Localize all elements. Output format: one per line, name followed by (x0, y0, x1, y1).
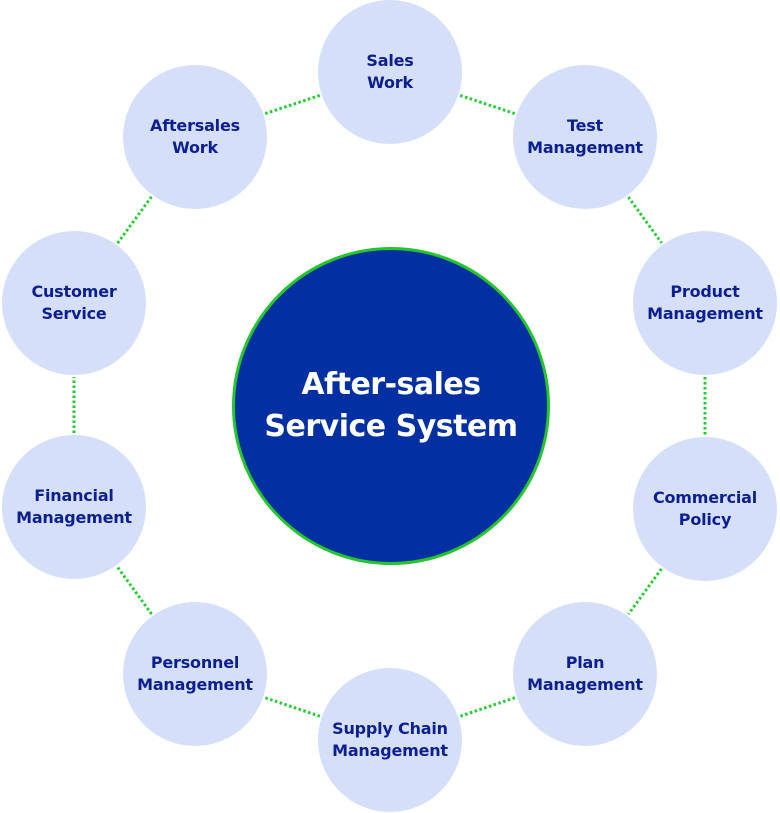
node-label-line1: Financial (34, 486, 114, 505)
node-label-line1: Product (670, 282, 740, 301)
node-label-line1: Plan (565, 653, 605, 672)
node-label-line2: Management (16, 508, 132, 527)
dotted-connector (459, 93, 516, 116)
center-title-line1: After-sales (301, 367, 481, 402)
dotted-connector (264, 93, 321, 116)
node-aftersales-work: Aftersales Work (123, 65, 267, 209)
dotted-connector (116, 195, 153, 245)
dotted-connector (264, 696, 321, 718)
node-supply-chain-management: Supply Chain Management (318, 668, 462, 812)
node-label-line1: Aftersales (150, 116, 240, 135)
dotted-connector (459, 696, 516, 718)
node-test-management: Test Management (513, 65, 657, 209)
node-label-line1: Customer (31, 282, 117, 301)
dotted-connector (116, 566, 153, 615)
center-hub: After-sales Service System (232, 247, 550, 565)
dotted-connector (627, 567, 663, 616)
node-label-line1: Supply Chain (332, 719, 448, 738)
node-label-line2: Policy (678, 510, 732, 529)
node-label-line1: Sales (366, 51, 414, 70)
node-customer-service: Customer Service (2, 231, 146, 375)
node-financial-management: Financial Management (2, 435, 146, 579)
center-title-line2: Service System (264, 409, 518, 444)
node-label-line2: Work (172, 138, 218, 157)
node-product-management: Product Management (633, 231, 777, 375)
node-label-line1: Commercial (652, 488, 758, 507)
node-label-line2: Management (527, 675, 643, 694)
node-label-line2: Service (41, 304, 107, 323)
node-label-line2: Work (367, 73, 413, 92)
node-label-line1: Test (566, 116, 603, 135)
node-label-line2: Management (527, 138, 643, 157)
node-label-line2: Management (647, 304, 763, 323)
node-personnel-management: Personnel Management (123, 602, 267, 746)
node-label-line2: Management (332, 741, 448, 760)
node-label-line2: Management (137, 675, 253, 694)
node-label-line1: Personnel (150, 653, 240, 672)
node-commercial-policy: Commercial Policy (633, 437, 777, 581)
dotted-connector (627, 196, 663, 244)
node-plan-management: Plan Management (513, 602, 657, 746)
node-sales-work: Sales Work (318, 0, 462, 144)
